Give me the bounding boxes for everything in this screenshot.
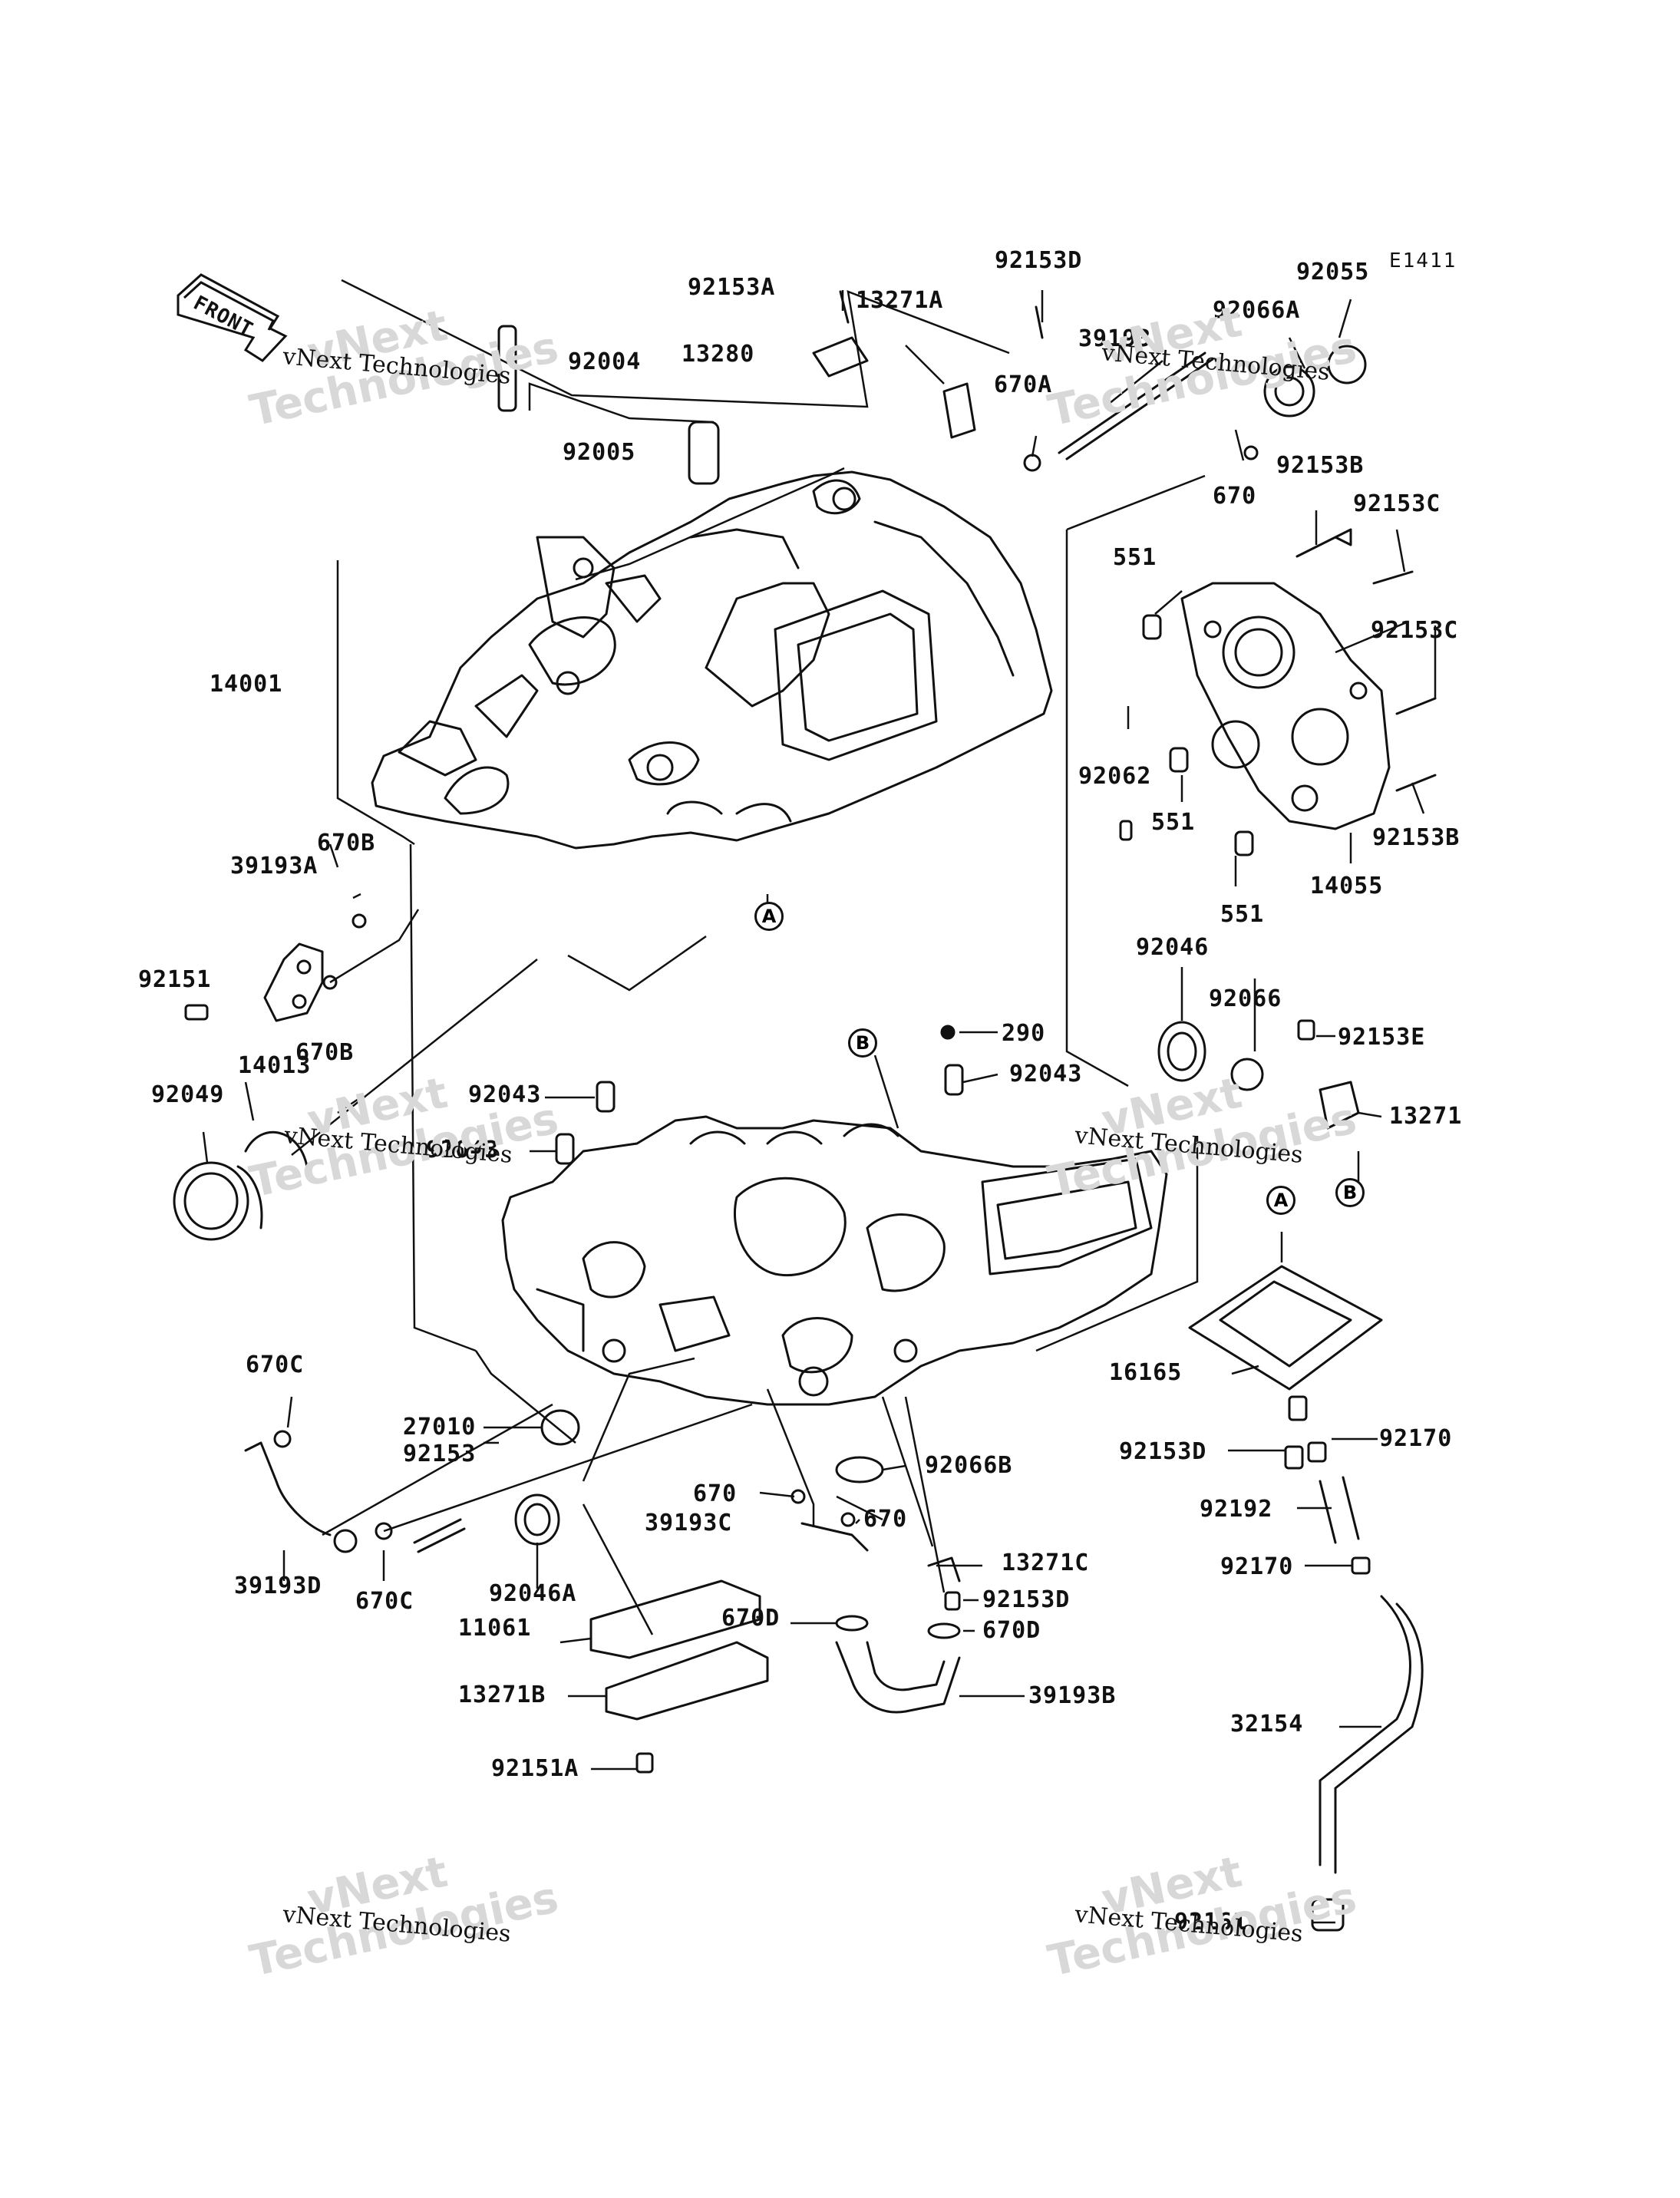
part-label[interactable]: 92046 [1136,934,1210,961]
part-label[interactable]: 92066A [1213,297,1301,324]
part-label[interactable]: 670 [693,1480,738,1507]
part-label[interactable]: 13271 [1389,1103,1463,1130]
part-label[interactable]: 670D [721,1605,781,1632]
part-label[interactable]: 92066B [925,1452,1013,1479]
part-label[interactable]: 39193 [1078,325,1152,352]
part-label[interactable]: 92170 [1379,1425,1453,1452]
part-label[interactable]: 92043 [468,1081,542,1108]
diagram-code: E1411 [1389,249,1457,272]
part-label[interactable]: 92153B [1372,824,1461,851]
part-label[interactable]: 92062 [1078,763,1152,790]
dowel-pin-icon [1142,614,1162,640]
callout-b-left: B [848,1028,877,1058]
part-label[interactable]: 92046A [489,1580,577,1607]
part-label[interactable]: 92066 [1209,985,1282,1012]
part-label[interactable]: 92153A [688,274,776,301]
part-label[interactable]: 92161 [1174,1909,1248,1936]
callout-b-right: B [1335,1178,1365,1207]
part-label[interactable]: 92153D [1119,1438,1207,1465]
callout-a-top: A [754,902,784,931]
part-label[interactable]: 670A [994,371,1053,398]
part-label[interactable]: 13271C [1002,1549,1090,1576]
part-label[interactable]: 92153C [1353,490,1441,517]
part-label[interactable]: 13280 [682,341,755,368]
part-label[interactable]: 92153C [1371,617,1459,644]
part-label[interactable]: 11061 [458,1615,532,1642]
part-label[interactable]: 670C [246,1351,305,1378]
part-label[interactable]: 39193B [1028,1682,1117,1709]
part-label[interactable]: 551 [1113,544,1157,571]
lower-crankcase-drawing [501,1115,1168,1406]
part-label[interactable]: 551 [1151,809,1196,836]
part-label[interactable]: 92170 [1220,1553,1294,1580]
part-label[interactable]: 551 [1220,901,1265,928]
part-label[interactable]: 16165 [1109,1359,1183,1386]
part-label[interactable]: 39193D [234,1573,322,1599]
part-label[interactable]: 670B [295,1039,355,1066]
part-label[interactable]: 290 [1002,1020,1046,1047]
part-label[interactable]: 14001 [210,671,283,698]
part-label[interactable]: 92153B [1276,452,1365,479]
part-label[interactable]: 92005 [563,439,636,466]
front-arrow-icon [177,273,288,362]
part-label[interactable]: 670D [982,1617,1041,1644]
part-label[interactable]: 13271B [458,1682,546,1708]
part-label[interactable]: 670 [863,1506,908,1533]
part-label[interactable]: 670C [355,1588,414,1615]
part-label[interactable]: 92151A [491,1755,579,1782]
part-label[interactable]: 92153D [995,247,1083,274]
part-label[interactable]: 39193C [645,1510,733,1536]
part-label[interactable]: 14055 [1310,873,1384,899]
part-label[interactable]: 92192 [1200,1496,1273,1523]
part-label[interactable]: 92153E [1338,1024,1426,1051]
part-label[interactable]: 14013 [238,1052,312,1079]
part-label[interactable]: 27010 [403,1414,477,1441]
part-label[interactable]: 92043 [426,1137,500,1163]
part-label[interactable]: 39193A [230,853,319,880]
part-label[interactable]: 92043 [1009,1061,1083,1087]
part-label[interactable]: 670 [1213,483,1257,510]
part-label[interactable]: 92153 [403,1441,477,1467]
part-label[interactable]: 92151 [138,966,212,993]
part-label[interactable]: 92055 [1296,259,1370,285]
part-label[interactable]: 92004 [568,348,642,375]
part-label[interactable]: 92049 [151,1081,225,1108]
part-label[interactable]: 13271A [856,287,944,314]
cover-plate-drawing [1180,582,1391,830]
part-label[interactable]: 32154 [1230,1711,1304,1738]
part-label[interactable]: 92153D [982,1586,1071,1613]
callout-a-right: A [1266,1186,1295,1215]
part-label[interactable]: 670B [317,830,376,856]
upper-crankcase-drawing [371,470,1053,850]
